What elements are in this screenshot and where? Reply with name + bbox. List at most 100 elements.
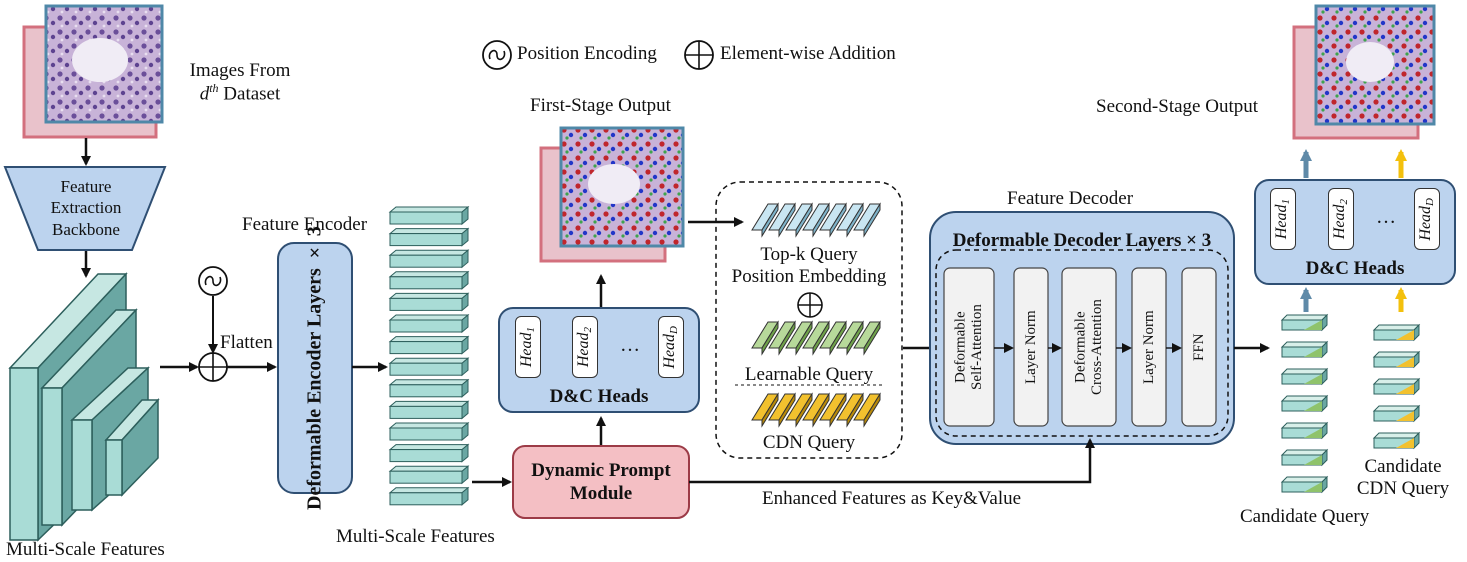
head2-2-sub: 2 — [1338, 198, 1351, 205]
query-tile-side — [812, 202, 830, 238]
head-1-pill: Head1 — [515, 316, 541, 378]
head2-d-pill: HeadD — [1414, 188, 1440, 250]
dc-heads-1-box — [498, 307, 700, 413]
addition-symbol-flatten — [198, 352, 228, 382]
decoder-blocks — [943, 267, 1217, 427]
token-top — [388, 249, 470, 256]
candidate-top — [1280, 476, 1329, 483]
decoder-block — [1181, 267, 1217, 427]
token — [389, 211, 463, 225]
candidate-top — [1372, 378, 1421, 385]
head-ellipsis-1: … — [620, 334, 640, 356]
token — [389, 297, 463, 311]
candidate-top — [1372, 432, 1421, 439]
head-d-text: Head — [661, 333, 679, 369]
head2-d-sub: D — [1424, 197, 1437, 206]
head-2-sub: 2 — [582, 326, 595, 333]
query-tile-side — [761, 202, 779, 238]
token — [389, 492, 463, 506]
candidate-cdn-line2: CDN Query — [1356, 477, 1450, 499]
input-label-sup: th — [209, 80, 219, 95]
multi-scale-features-mid-label: Multi-Scale Features — [336, 526, 495, 547]
query-tile-side — [829, 320, 847, 356]
head2-2-pill: Head2 — [1328, 188, 1354, 250]
candidate-top — [1280, 422, 1329, 429]
candidate-accent — [1304, 347, 1322, 357]
learnable-query-label: Learnable Query — [744, 364, 874, 385]
legend-addition-label: Element-wise Addition — [720, 43, 896, 64]
second-stage-output-label: Second-Stage Output — [1096, 96, 1259, 117]
query-tile-side — [829, 392, 847, 428]
multi-scale-features-left-label: Multi-Scale Features — [6, 539, 165, 560]
decoder-block-text: Deformable Cross-Attention — [1072, 299, 1106, 395]
multi-scale-blocks-left — [8, 272, 160, 542]
token — [389, 276, 463, 290]
legend-addition-icon — [684, 40, 714, 70]
token — [389, 427, 463, 441]
decoder-block-text: FFN — [1190, 333, 1207, 361]
token-top — [388, 379, 470, 386]
token — [389, 405, 463, 419]
decoder-block — [1131, 267, 1167, 427]
head-2-pill: Head2 — [572, 316, 598, 378]
input-label-line1: Images From — [189, 60, 291, 81]
encoder-layers-label: Deformable Encoder Layers × 3 — [278, 226, 352, 510]
token — [389, 384, 463, 398]
candidate-cdn-line1: Candidate — [1364, 456, 1442, 477]
second-stage-images — [1292, 4, 1436, 140]
head-1-text: Head — [518, 332, 536, 368]
candidate-accent — [1396, 357, 1414, 367]
query-tile-side — [761, 320, 779, 356]
backbone-label: Feature Extraction Backbone — [35, 176, 137, 240]
encoder-layers-text: Deformable Encoder Layers × 3 — [303, 226, 326, 510]
decoder-block-label: FFN — [1182, 268, 1216, 426]
candidate-top — [1280, 449, 1329, 456]
token — [389, 449, 463, 463]
token-top — [388, 465, 470, 472]
first-stage-output-label: First-Stage Output — [530, 95, 671, 116]
query-tile-side — [795, 392, 813, 428]
dc-heads-2-box — [1254, 179, 1456, 285]
decoder-block-text: Deformable Self-Attention — [952, 304, 986, 390]
token-top — [388, 422, 470, 429]
candidate-accent — [1304, 401, 1322, 411]
position-encoding-symbol — [198, 266, 228, 296]
head2-1-text: Head — [1273, 204, 1291, 240]
candidate-top — [1280, 395, 1329, 402]
candidate-accent — [1396, 411, 1414, 421]
token-top — [388, 336, 470, 343]
token — [389, 362, 463, 376]
candidate-top — [1280, 314, 1329, 321]
query-tile-side — [778, 392, 796, 428]
input-label-var: d — [199, 83, 210, 105]
token-stack-middle — [388, 205, 470, 506]
candidate-top — [1372, 324, 1421, 331]
legend-position-encoding-icon — [482, 40, 512, 70]
decoder-block-label: Layer Norm — [1014, 268, 1048, 426]
backbone-line2: Extraction — [50, 198, 122, 218]
position-embedding-label: Position Embedding — [731, 266, 887, 287]
backbone-line3: Backbone — [52, 219, 120, 239]
candidate-cdn-query-stack — [1372, 323, 1421, 450]
candidate-accent — [1396, 330, 1414, 340]
candidate-top — [1280, 368, 1329, 375]
decoder-block-label: Deformable Self-Attention — [944, 268, 994, 426]
query-tile-side — [863, 202, 881, 238]
candidate-query-label: Candidate Query — [1240, 506, 1370, 527]
head2-1-pill: Head1 — [1270, 188, 1296, 250]
decoder-block-label: Layer Norm — [1132, 268, 1166, 426]
query-tile-side — [778, 320, 796, 356]
query-tile-side — [829, 202, 847, 238]
decoder-layers-label: Deformable Decoder Layers × 3 — [952, 230, 1212, 251]
candidate-accent — [1304, 320, 1322, 330]
token-top — [388, 314, 470, 321]
enhanced-features-label: Enhanced Features as Key&Value — [762, 488, 1022, 509]
token-top — [388, 400, 470, 407]
query-tile-side — [795, 202, 813, 238]
token-top — [388, 444, 470, 451]
cdn-query-tiles — [751, 392, 881, 428]
head-2-text: Head — [575, 332, 593, 368]
candidate-accent — [1396, 384, 1414, 394]
